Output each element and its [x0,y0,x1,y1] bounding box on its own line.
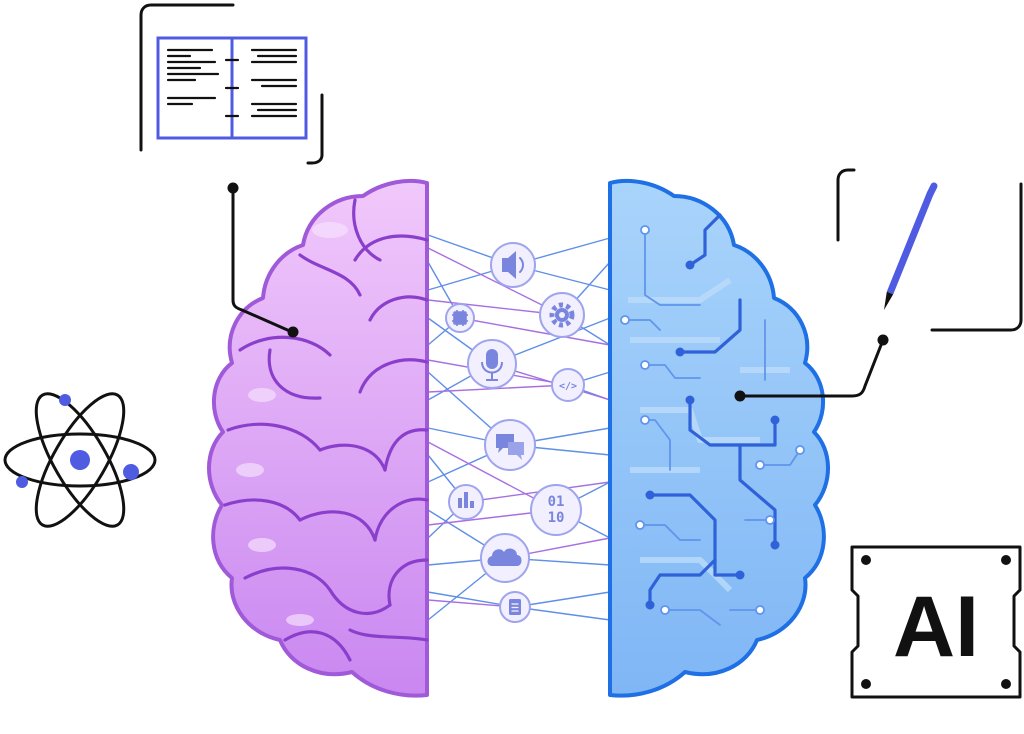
microphone-node [467,339,517,389]
binary-node: 01 10 [530,484,582,536]
document-node [499,591,531,623]
ai-label: AI [893,579,979,675]
code-node: </> [551,368,585,402]
bar-chart-icon [458,492,474,508]
gear-node [539,292,585,338]
bar-chart-node [448,484,484,520]
code-icon: </> [559,381,577,392]
document-icon [509,599,521,615]
cloud-icon [487,548,522,566]
ai-chip-badge: AI [850,545,1022,699]
right-brain-hemisphere [608,179,830,698]
svg-text:01: 01 [548,494,565,510]
left-brain-hemisphere [207,179,429,698]
speaker-icon [502,251,516,279]
pencil-connector-line [738,338,885,398]
book-connector-line [231,186,294,334]
chat-icon [496,434,524,460]
binary-icon: 01 10 [548,494,565,526]
chip-icon [452,310,468,326]
svg-text:10: 10 [548,510,565,526]
book-icon [139,3,324,165]
atom-icon [3,392,157,528]
microphone-icon [481,349,503,381]
chat-node [484,419,536,471]
speaker-node [490,242,536,288]
chip-node [445,303,475,333]
cloud-node [480,533,530,583]
pencil-icon [836,168,1023,332]
gear-icon [549,302,575,328]
